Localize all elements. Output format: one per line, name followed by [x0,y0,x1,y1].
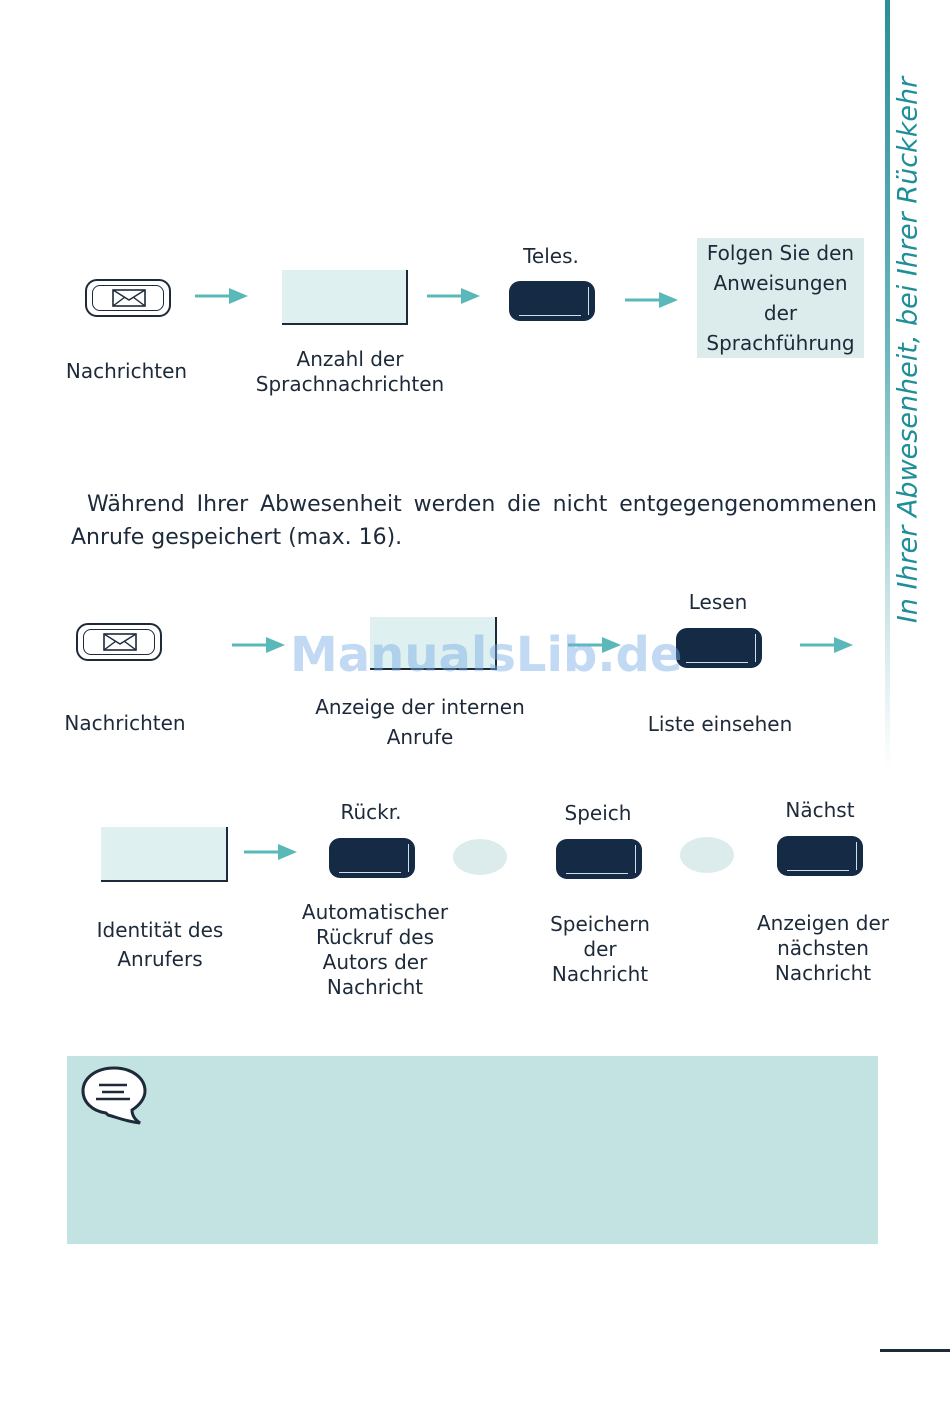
display-screen [101,827,228,882]
message-key[interactable] [76,623,162,661]
display-screen [282,270,408,325]
speech-bubble-icon [81,1066,147,1125]
row2-key-label: Nachrichten [64,711,186,735]
arrow-right-icon [232,637,285,653]
envelope-icon [112,289,146,307]
arrow-right-icon [427,288,480,304]
row3-key2-top-label: Speich [564,801,632,825]
row3-screen-label: Identität des Anrufers [96,918,224,971]
row3-key3-top-label: Nächst [785,798,855,822]
watermark: ManualsLib.de [290,627,683,683]
row1-softkey-top-label: Teles. [523,244,579,268]
arrow-right-icon [568,637,621,653]
body-paragraph: Während Ihrer Abwesenheit werden die nic… [71,492,877,550]
row3-key3-label: Anzeigen der nächsten Nachricht [757,911,889,985]
row2-softkey-top-label: Lesen [688,590,748,614]
side-accent-bar [885,0,890,770]
row1-screen-label: Anzahl der Sprachnachrichten [255,347,445,396]
row1-key-label: Nachrichten [65,359,188,383]
speich-softkey[interactable] [556,839,642,879]
arrow-right-icon [625,292,678,308]
lesen-softkey[interactable] [676,628,762,668]
row2-softkey-label: Liste einsehen [647,712,793,736]
arrow-right-icon [244,844,297,860]
arrow-right-icon [195,288,248,304]
side-title-text: In Ihrer Abwesenheit, bei Ihrer Rückkehr [892,76,924,624]
teles-softkey[interactable] [509,281,595,321]
rueckruf-softkey[interactable] [329,838,415,878]
arrow-right-icon [800,637,853,653]
instruction-box: Folgen Sie den Anweisungen der Sprachfüh… [697,238,864,358]
row3-key1-label: Automatischer Rückruf des Autors der Nac… [301,900,449,999]
note-box [67,1056,878,1244]
row3-key1-top-label: Rückr. [340,800,402,824]
message-key[interactable] [85,279,171,317]
row2-screen-label: Anzeige der internen Anrufe [315,695,525,749]
row3-key2-label: Speichern der Nachricht [550,912,650,986]
envelope-icon [103,633,137,651]
naechst-softkey[interactable] [777,836,863,876]
separator-dot [680,837,734,873]
footer-rule [880,1349,950,1352]
separator-dot [453,839,507,875]
display-screen [370,617,497,670]
